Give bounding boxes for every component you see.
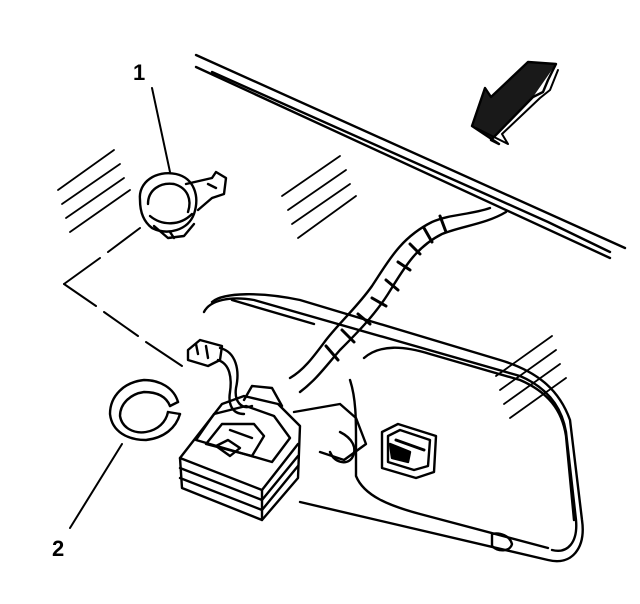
sensor-plug	[186, 338, 254, 416]
mirror-mount	[292, 402, 368, 464]
wire-harness	[288, 206, 508, 394]
windshield-header	[194, 53, 627, 260]
mirror-housing	[202, 293, 584, 563]
electrical-connector	[178, 384, 302, 522]
retaining-ring	[108, 378, 182, 442]
glass-hatching	[57, 149, 567, 419]
callout-1-label: 1	[133, 60, 146, 85]
leader-lines	[63, 87, 183, 529]
mirror-switch	[380, 422, 438, 480]
callout-2-label: 2	[52, 536, 65, 561]
sensor-part	[138, 170, 228, 240]
direction-arrow-icon	[470, 60, 559, 146]
